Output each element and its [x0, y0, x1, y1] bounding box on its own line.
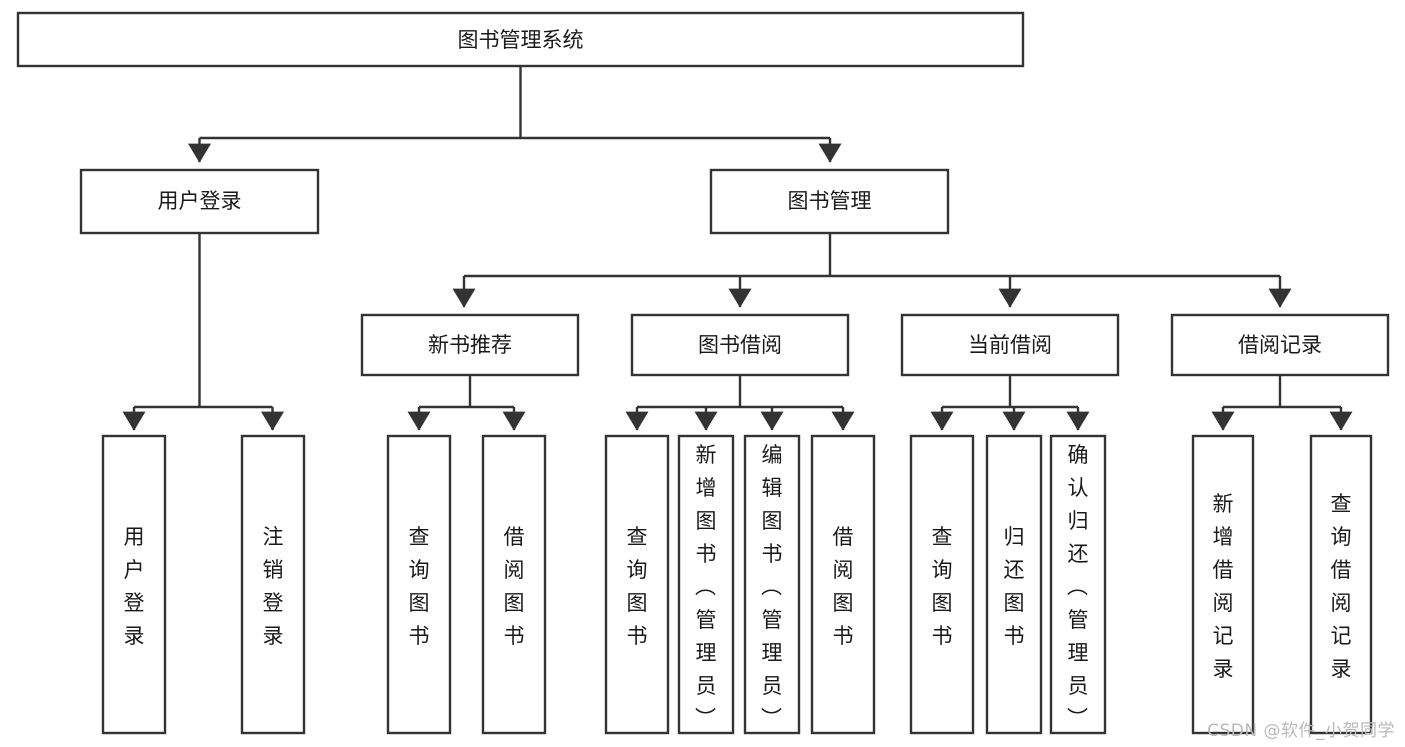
node-borrow-record-label: 借阅记录	[1238, 333, 1322, 357]
leaf-query-book-1[interactable]: 查询图书	[386, 434, 452, 735]
node-user-login[interactable]: 用户登录	[79, 168, 320, 235]
leaf-borrow-book-1-box[interactable]	[481, 434, 547, 735]
node-book-manage-box[interactable]	[709, 168, 950, 235]
leaf-add-book-label: 新增图书（管理员）	[695, 443, 717, 731]
leaf-user-login-label: 用户登录	[124, 525, 145, 648]
leaf-query-book-2-label: 查询图书	[627, 525, 648, 648]
node-new-book-recommend[interactable]: 新书推荐	[360, 313, 580, 377]
leaf-borrow-book-1[interactable]: 借阅图书	[481, 434, 547, 735]
leaf-add-record[interactable]: 新增借阅记录	[1191, 434, 1255, 735]
leaf-confirm-return-box[interactable]	[1049, 434, 1107, 735]
node-root-label: 图书管理系统	[458, 28, 584, 52]
leaf-logout[interactable]: 注销登录	[240, 434, 306, 735]
leaf-query-book-3[interactable]: 查询图书	[909, 434, 975, 735]
leaf-user-login[interactable]: 用户登录	[101, 434, 167, 735]
node-book-borrow[interactable]: 图书借阅	[630, 313, 850, 377]
leaf-query-book-2[interactable]: 查询图书	[604, 434, 670, 735]
node-book-manage-label: 图书管理	[788, 189, 872, 213]
node-user-login-label: 用户登录	[158, 189, 242, 213]
leaf-return-book-label: 归还图书	[1004, 525, 1025, 648]
leaf-return-book-box[interactable]	[985, 434, 1043, 735]
node-current-borrow[interactable]: 当前借阅	[900, 313, 1120, 377]
node-borrow-record-box[interactable]	[1170, 313, 1390, 377]
leaf-add-book[interactable]: 新增图书（管理员）	[677, 434, 735, 735]
leaf-query-record-box[interactable]	[1309, 434, 1373, 735]
leaf-query-book-2-box[interactable]	[604, 434, 670, 735]
leaf-borrow-book-2-box[interactable]	[810, 434, 876, 735]
leaf-borrow-book-2[interactable]: 借阅图书	[810, 434, 876, 735]
node-current-borrow-box[interactable]	[900, 313, 1120, 377]
leaf-query-book-3-label: 查询图书	[932, 525, 953, 648]
leaf-add-book-box[interactable]	[677, 434, 735, 735]
node-book-borrow-box[interactable]	[630, 313, 850, 377]
leaf-node-layer: 用户登录 注销登录 查询图书 借阅图书 查询图书 新增图书（管理员） 编辑图书（管理员） 借阅…	[101, 434, 1373, 735]
leaf-add-record-label: 新增借阅记录	[1213, 492, 1234, 681]
connector-group	[122, 66, 1353, 431]
leaf-query-book-1-label: 查询图书	[409, 525, 430, 648]
leaf-edit-book-box[interactable]	[743, 434, 801, 735]
leaf-edit-book-label: 编辑图书（管理员）	[761, 443, 783, 731]
node-root[interactable]: 图书管理系统	[16, 11, 1025, 68]
leaf-logout-box[interactable]	[240, 434, 306, 735]
node-book-manage[interactable]: 图书管理	[709, 168, 950, 235]
leaf-query-book-1-box[interactable]	[386, 434, 452, 735]
node-book-borrow-label: 图书借阅	[698, 333, 782, 357]
node-new-book-recommend-box[interactable]	[360, 313, 580, 377]
leaf-logout-label: 注销登录	[263, 525, 284, 648]
leaf-return-book[interactable]: 归还图书	[985, 434, 1043, 735]
leaf-borrow-book-2-label: 借阅图书	[833, 525, 854, 648]
leaf-query-record-label: 查询借阅记录	[1331, 492, 1352, 681]
leaf-borrow-book-1-label: 借阅图书	[504, 525, 525, 648]
node-new-book-recommend-label: 新书推荐	[428, 333, 512, 357]
leaf-confirm-return-label: 确认归还（管理员）	[1067, 443, 1089, 731]
leaf-query-record[interactable]: 查询借阅记录	[1309, 434, 1373, 735]
leaf-add-record-box[interactable]	[1191, 434, 1255, 735]
leaf-confirm-return[interactable]: 确认归还（管理员）	[1049, 434, 1107, 735]
leaf-query-book-3-box[interactable]	[909, 434, 975, 735]
leaf-user-login-box[interactable]	[101, 434, 167, 735]
node-borrow-record[interactable]: 借阅记录	[1170, 313, 1390, 377]
node-user-login-box[interactable]	[79, 168, 320, 235]
node-current-borrow-label: 当前借阅	[968, 333, 1052, 357]
leaf-edit-book[interactable]: 编辑图书（管理员）	[743, 434, 801, 735]
node-root-box[interactable]	[16, 11, 1025, 68]
